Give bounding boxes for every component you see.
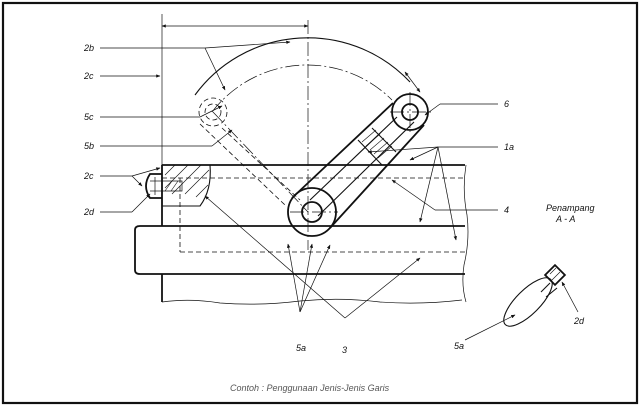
label-1a: 1a (504, 142, 514, 152)
base-housing (134, 164, 469, 305)
label-5a-bottom: 5a (296, 343, 306, 353)
figure-caption: Contoh : Penggunaan Jenis-Jenis Garis (230, 383, 390, 393)
label-2c-left: 2c (83, 171, 94, 181)
section-a-a-detail (503, 263, 567, 327)
label-2c-top: 2c (83, 71, 94, 81)
label-6: 6 (504, 99, 509, 109)
label-2b: 2b (83, 43, 94, 53)
label-5c: 5c (84, 112, 94, 122)
stud-2d (145, 173, 183, 199)
label-2d: 2d (83, 207, 95, 217)
leader-lines (100, 40, 579, 341)
label-5b: 5b (84, 141, 94, 151)
label-3: 3 (342, 345, 347, 355)
label-4: 4 (504, 205, 509, 215)
label-2d-right: 2d (573, 316, 585, 326)
lever-arm (287, 92, 432, 237)
section-subtitle: A - A (555, 214, 575, 224)
phantom-lever-5c (198, 97, 309, 213)
label-5a-right: 5a (454, 341, 464, 351)
hatched-section (161, 164, 211, 207)
section-title: Penampang (546, 203, 595, 213)
drawing-frame (1, 1, 639, 405)
swing-arc-outer (194, 37, 411, 96)
swing-arc-inner (211, 64, 393, 113)
